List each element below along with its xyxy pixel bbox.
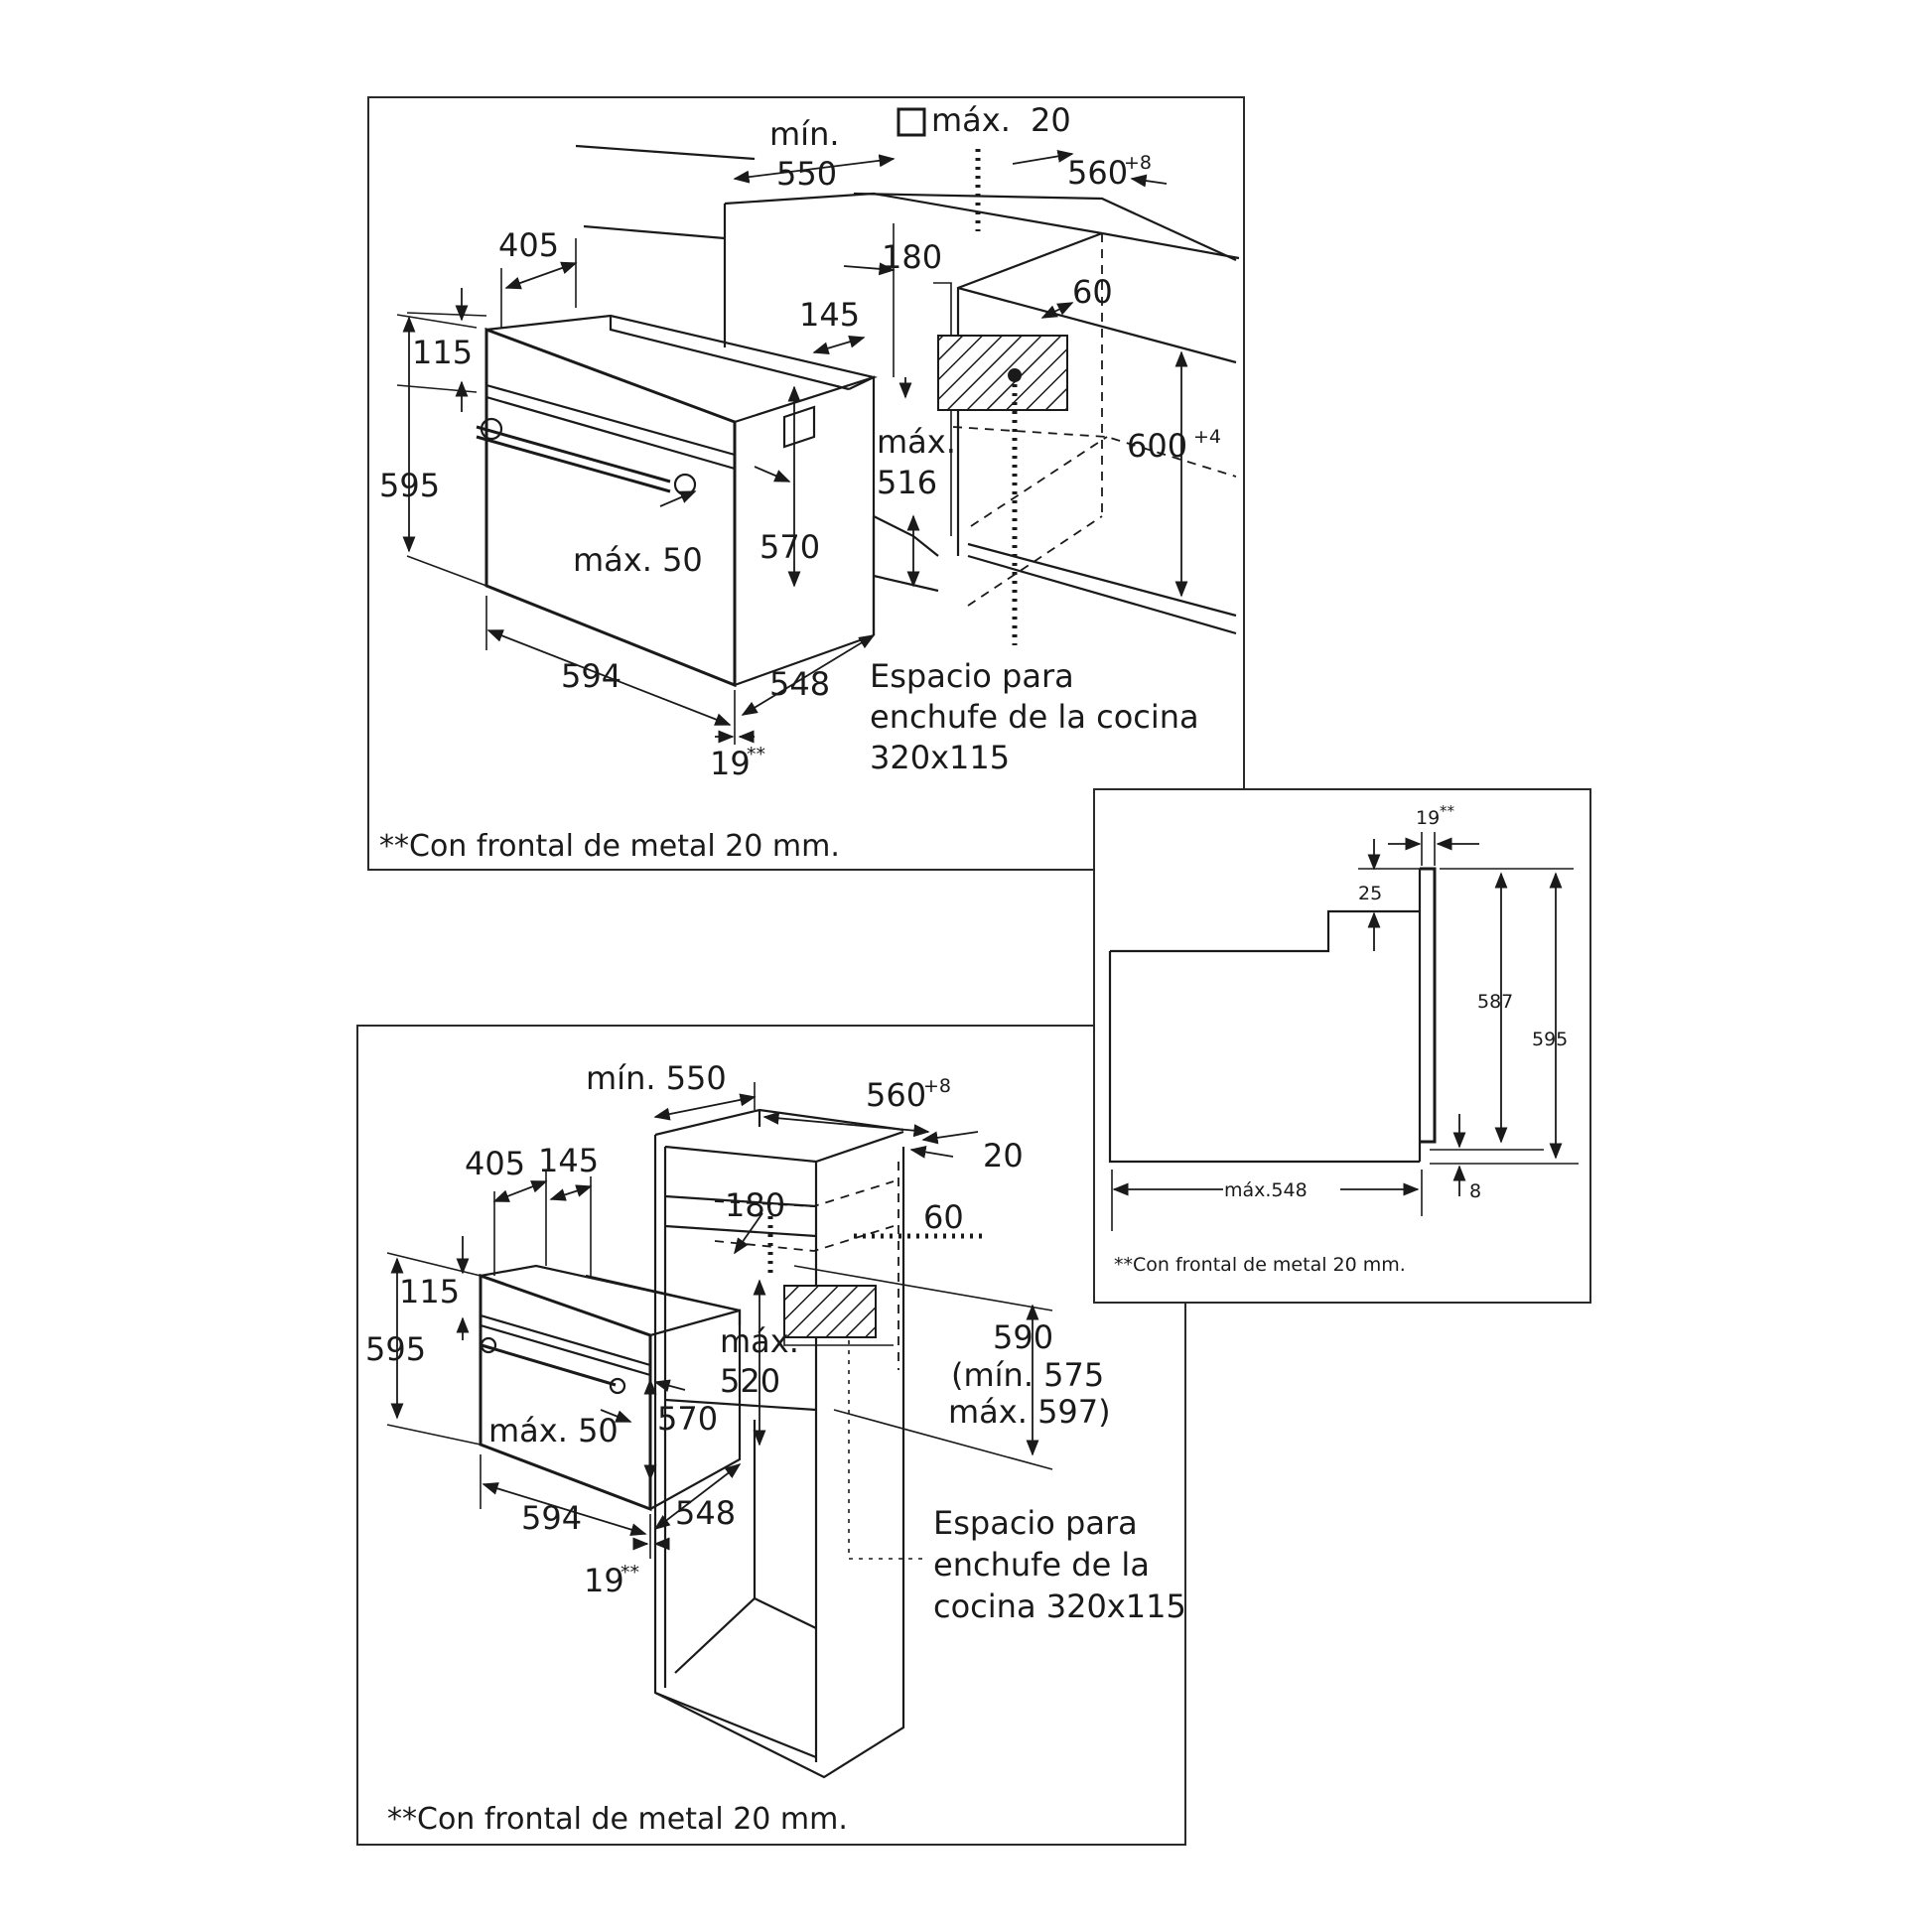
label-570: 570 [759, 528, 820, 566]
dims-side [1112, 837, 1563, 1196]
socket-text-2: enchufe de la cocina [870, 698, 1199, 736]
label-b-145: 145 [538, 1142, 599, 1179]
label-60: 60 [1072, 273, 1113, 311]
socket-b-text-1: Espacio para [933, 1504, 1138, 1542]
panel-top: mín. 550 máx. 20 560 +8 405 180 145 60 1… [367, 96, 1245, 871]
label-550: 550 [776, 155, 837, 193]
oven-section [1108, 832, 1579, 1231]
label-b-590: 590 [993, 1318, 1053, 1356]
label-s-595: 595 [1532, 1029, 1568, 1050]
label-b-max50: máx. 50 [488, 1412, 619, 1449]
label-b-60: 60 [923, 1198, 964, 1236]
socket-space-top [937, 335, 1068, 411]
dims-top [396, 150, 1188, 745]
label-b-560: 560 [866, 1076, 926, 1114]
cabinet-niche-top [575, 107, 1240, 645]
label-b-max520: máx. [720, 1322, 799, 1360]
tall-cabinet [653, 1108, 983, 1779]
label-b-595: 595 [365, 1330, 426, 1368]
socket-text-3: 320x115 [870, 739, 1010, 776]
label-548: 548 [769, 665, 830, 703]
label-145: 145 [799, 296, 860, 334]
footnote-bottom: **Con frontal de metal 20 mm. [387, 1802, 848, 1837]
label-516: 516 [877, 464, 937, 501]
square-symbol [897, 107, 926, 137]
label-b-570: 570 [657, 1400, 718, 1438]
label-b-19: 19 [584, 1562, 624, 1599]
footnote-side: **Con frontal de metal 20 mm. [1114, 1254, 1406, 1276]
label-600-sup: +4 [1193, 426, 1221, 448]
label-b-min550: mín. 550 [586, 1059, 727, 1097]
label-20: 20 [1031, 101, 1071, 139]
label-max516: máx. [877, 423, 956, 461]
label-b-115: 115 [399, 1273, 460, 1311]
footnote-top: **Con frontal de metal 20 mm. [379, 829, 840, 864]
label-b-594: 594 [521, 1499, 582, 1537]
label-s-587: 587 [1477, 991, 1513, 1013]
panel-bottom-frame [356, 1025, 1186, 1846]
label-s-25: 25 [1358, 883, 1382, 904]
label-180: 180 [882, 238, 942, 276]
label-b-590-min: (mín. 575 [951, 1356, 1104, 1394]
label-b-548: 548 [675, 1494, 736, 1532]
socket-b-text-3: cocina 320x115 [933, 1587, 1186, 1625]
label-594: 594 [561, 657, 621, 695]
panel-bottom: mín. 550 560 +8 20 405 145 180 60 115 59… [356, 1025, 1186, 1846]
socket-b-text-2: enchufe de la [933, 1546, 1150, 1584]
label-s-8: 8 [1469, 1180, 1481, 1202]
dims-bottom [386, 1082, 1053, 1559]
label-s-19-sup: ** [1440, 802, 1455, 820]
label-560-sup: +8 [1124, 152, 1152, 174]
label-b-180: 180 [725, 1186, 785, 1224]
panel-side-frame [1093, 788, 1591, 1304]
label-19: 19 [710, 745, 751, 782]
panel-top-frame [367, 96, 1245, 871]
panel-side: 19 ** 25 587 595 máx.548 8 **Con frontal… [1093, 788, 1591, 1304]
label-b-560-sup: +8 [923, 1075, 951, 1097]
label-b-20: 20 [983, 1137, 1024, 1174]
label-b-520: 520 [720, 1362, 780, 1400]
label-s-19: 19 [1416, 807, 1440, 829]
label-115: 115 [412, 334, 473, 371]
label-405: 405 [498, 226, 559, 264]
label-max50: máx. 50 [573, 541, 703, 579]
label-min: mín. [769, 115, 840, 153]
label-560: 560 [1067, 154, 1128, 192]
label-b-405: 405 [465, 1145, 525, 1182]
label-600: 600 [1127, 427, 1187, 465]
socket-text-1: Espacio para [870, 657, 1074, 695]
label-19-sup: ** [747, 744, 765, 765]
label-595: 595 [379, 467, 440, 504]
oven-top [476, 314, 879, 688]
label-b-590-max: máx. 597) [948, 1393, 1111, 1431]
label-b-19-sup: ** [621, 1562, 639, 1584]
label-max20: máx. [931, 101, 1011, 139]
label-s-max548: máx.548 [1224, 1179, 1308, 1201]
